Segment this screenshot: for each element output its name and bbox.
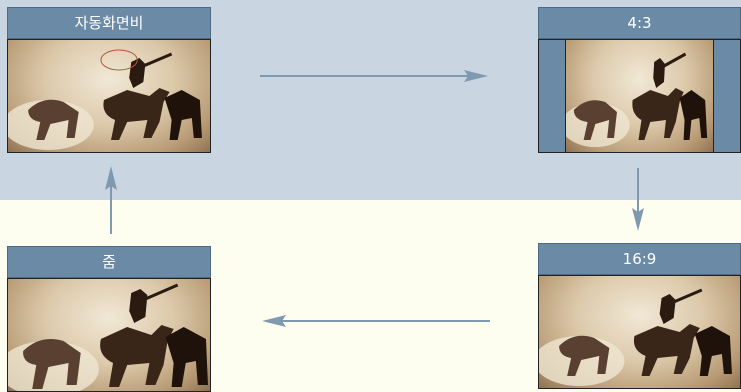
left-pillarbox-bar: [539, 40, 566, 152]
cowboy-horses-image: [8, 279, 210, 391]
right-pillarbox-bar: [713, 40, 740, 152]
panel-4-3: 4:3: [538, 7, 741, 153]
preview-frame-auto-aspect: [7, 39, 211, 153]
panel-zoom: 줌: [7, 246, 211, 392]
preview-frame-4-3: [538, 39, 741, 153]
cowboy-horses-image: [8, 40, 210, 152]
cowboy-horses-image: [566, 40, 713, 152]
arrow-up-icon: [105, 166, 117, 234]
panel-auto-aspect: 자동화면비: [7, 7, 211, 153]
arrow-right-icon: [260, 70, 488, 82]
arrow-down-icon: [632, 168, 644, 231]
preview-frame-zoom: [7, 278, 211, 392]
panel-title-zoom: 줌: [7, 246, 211, 278]
cowboy-horses-image: [539, 276, 740, 388]
panel-title-16-9: 16:9: [538, 243, 741, 275]
arrow-left-icon: [262, 315, 490, 327]
preview-frame-16-9: [538, 275, 741, 389]
panel-title-auto-aspect: 자동화면비: [7, 7, 211, 39]
panel-16-9: 16:9: [538, 243, 741, 389]
panel-title-4-3: 4:3: [538, 7, 741, 39]
